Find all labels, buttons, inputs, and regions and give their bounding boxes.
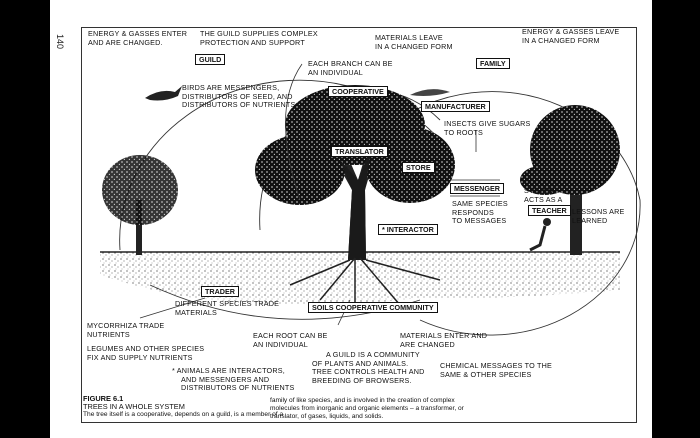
label-line: ACTS AS A bbox=[524, 194, 563, 204]
insect-icon bbox=[410, 89, 450, 96]
label-line: MYCORRHIZA TRADE bbox=[87, 321, 165, 330]
label-line: AN INDIVIDUAL bbox=[253, 339, 308, 349]
box-interactor: * INTERACTOR bbox=[378, 224, 438, 235]
label-line: RESPONDS bbox=[452, 207, 494, 217]
label-line: MATERIALS LEAVE bbox=[375, 33, 443, 42]
figure-caption-left: FIGURE 6.1 TREES IN A WHOLE SYSTEM The t… bbox=[83, 394, 284, 420]
label-line: INSECTS GIVE SUGARS bbox=[444, 119, 531, 128]
label-line: ENERGY & GASSES ENTER bbox=[88, 29, 188, 38]
label-line: THE GUILD SUPPLIES COMPLEX bbox=[200, 29, 318, 38]
label-line: DISTRIBUTORS OF NUTRIENTS bbox=[182, 100, 296, 110]
label-line: SAME SPECIES bbox=[452, 199, 508, 208]
figure-title: TREES IN A WHOLE SYSTEM bbox=[83, 402, 185, 412]
label-line: TO ROOTS bbox=[444, 127, 484, 137]
box-cooperative: COOPERATIVE bbox=[328, 86, 388, 97]
label-line: TO MESSAGES bbox=[452, 216, 507, 226]
label-line: * ANIMALS ARE INTERACTORS, bbox=[172, 366, 285, 375]
label-line: NUTRIENTS bbox=[87, 329, 130, 339]
label-line: DIFFERENT SPECIES TRADE bbox=[175, 299, 280, 308]
label-line: EACH ROOT CAN BE bbox=[253, 331, 328, 340]
box-trader: TRADER bbox=[201, 286, 239, 297]
label-line: A GUILD IS A COMMUNITY bbox=[326, 350, 420, 359]
label-line: CHEMICAL MESSAGES TO THE bbox=[440, 361, 552, 370]
box-store: STORE bbox=[402, 162, 435, 173]
person-icon bbox=[543, 218, 551, 226]
box-translator: TRANSLATOR bbox=[331, 146, 388, 157]
label-line: BIRDS ARE MESSENGERS, bbox=[182, 83, 280, 92]
box-guild: GUILD bbox=[195, 54, 226, 65]
figure-frame bbox=[81, 27, 637, 423]
box-teacher: TEACHER bbox=[528, 205, 571, 216]
label-line: BREEDING OF BROWSERS. bbox=[312, 375, 412, 385]
label-line: SYSTEM bbox=[524, 186, 555, 195]
label-line: IN A CHANGED FORM bbox=[522, 35, 600, 45]
label-line: AND MESSENGERS AND bbox=[181, 374, 270, 384]
caption-text-left: The tree itself is a cooperative, depend… bbox=[83, 411, 284, 419]
label-line: ENERGY & GASSES LEAVE bbox=[522, 27, 620, 36]
label-line: TREE CONTROLS HEALTH AND bbox=[312, 367, 425, 377]
label-line: DISTRIBUTORS OF SEED, AND bbox=[182, 91, 293, 101]
caption-line: family of like species, and is involved … bbox=[270, 397, 455, 404]
box-manufacturer: MANUFACTURER bbox=[421, 101, 490, 112]
figure-number: FIGURE 6.1 bbox=[83, 394, 124, 403]
label-line: LEARNED bbox=[572, 215, 608, 225]
label-line: LESSONS ARE bbox=[572, 207, 625, 216]
label-line: EACH BRANCH CAN BE bbox=[308, 59, 393, 68]
label-line: LEGUMES AND OTHER SPECIES bbox=[87, 344, 205, 353]
label-line: DISTRIBUTORS OF NUTRIENTS bbox=[181, 383, 295, 393]
label-line: SAME & OTHER SPECIES bbox=[440, 369, 532, 379]
bird-icon bbox=[145, 86, 182, 101]
label-line: MATERIALS bbox=[175, 307, 218, 317]
label-line: ARE CHANGED bbox=[400, 339, 455, 349]
label-birds: BIRDS ARE MESSENGERS,DISTRIBUTORS OF SEE… bbox=[182, 83, 296, 110]
family-circle bbox=[359, 91, 641, 336]
label-line: MATERIALS ENTER AND bbox=[400, 331, 488, 340]
label-line: FIX AND SUPPLY NUTRIENTS bbox=[87, 352, 193, 362]
box-messenger: MESSENGER bbox=[450, 183, 504, 194]
box-soils-community: SOILS COOPERATIVE COMMUNITY bbox=[308, 302, 438, 313]
figure-caption-right: family of like species, and is involved … bbox=[270, 397, 464, 422]
caption-line: molecules from inorganic and organic ele… bbox=[270, 405, 464, 413]
label-line: AND ARE CHANGED. bbox=[88, 37, 163, 47]
label-line: OF PLANTS AND ANIMALS. bbox=[312, 358, 409, 368]
label-animals: * ANIMALS ARE INTERACTORS,AND MESSENGERS… bbox=[172, 366, 295, 393]
label-line: PROTECTION AND SUPPORT bbox=[200, 37, 305, 47]
label-line: IN A CHANGED FORM bbox=[375, 41, 453, 51]
box-family: FAMILY bbox=[476, 58, 510, 69]
caption-line: translator, of gases, liquids, and solid… bbox=[270, 413, 384, 421]
label-line: AN INDIVIDUAL bbox=[308, 67, 363, 77]
